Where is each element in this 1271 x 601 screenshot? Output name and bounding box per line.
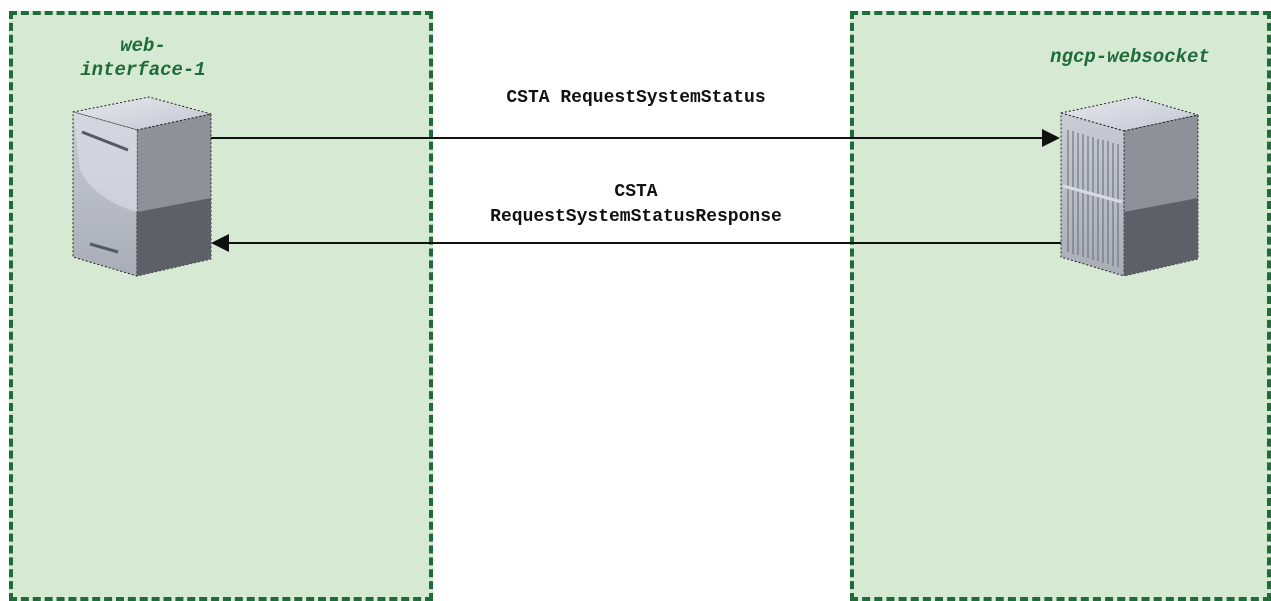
node-label-right: ngcp-websocket bbox=[1050, 46, 1210, 68]
message-label-request: CSTA RequestSystemStatus bbox=[506, 88, 766, 108]
message-label-response: CSTA RequestSystemStatusResponse bbox=[490, 182, 782, 227]
server-icon bbox=[72, 96, 212, 277]
message-arrow-response bbox=[211, 234, 1061, 252]
node-label-left: web- interface-1 bbox=[80, 35, 206, 81]
ngcp-websocket-zone bbox=[850, 11, 1271, 601]
web-interface-zone bbox=[9, 11, 433, 601]
server-rack-icon bbox=[1060, 96, 1199, 277]
message-arrow-request bbox=[211, 129, 1060, 147]
